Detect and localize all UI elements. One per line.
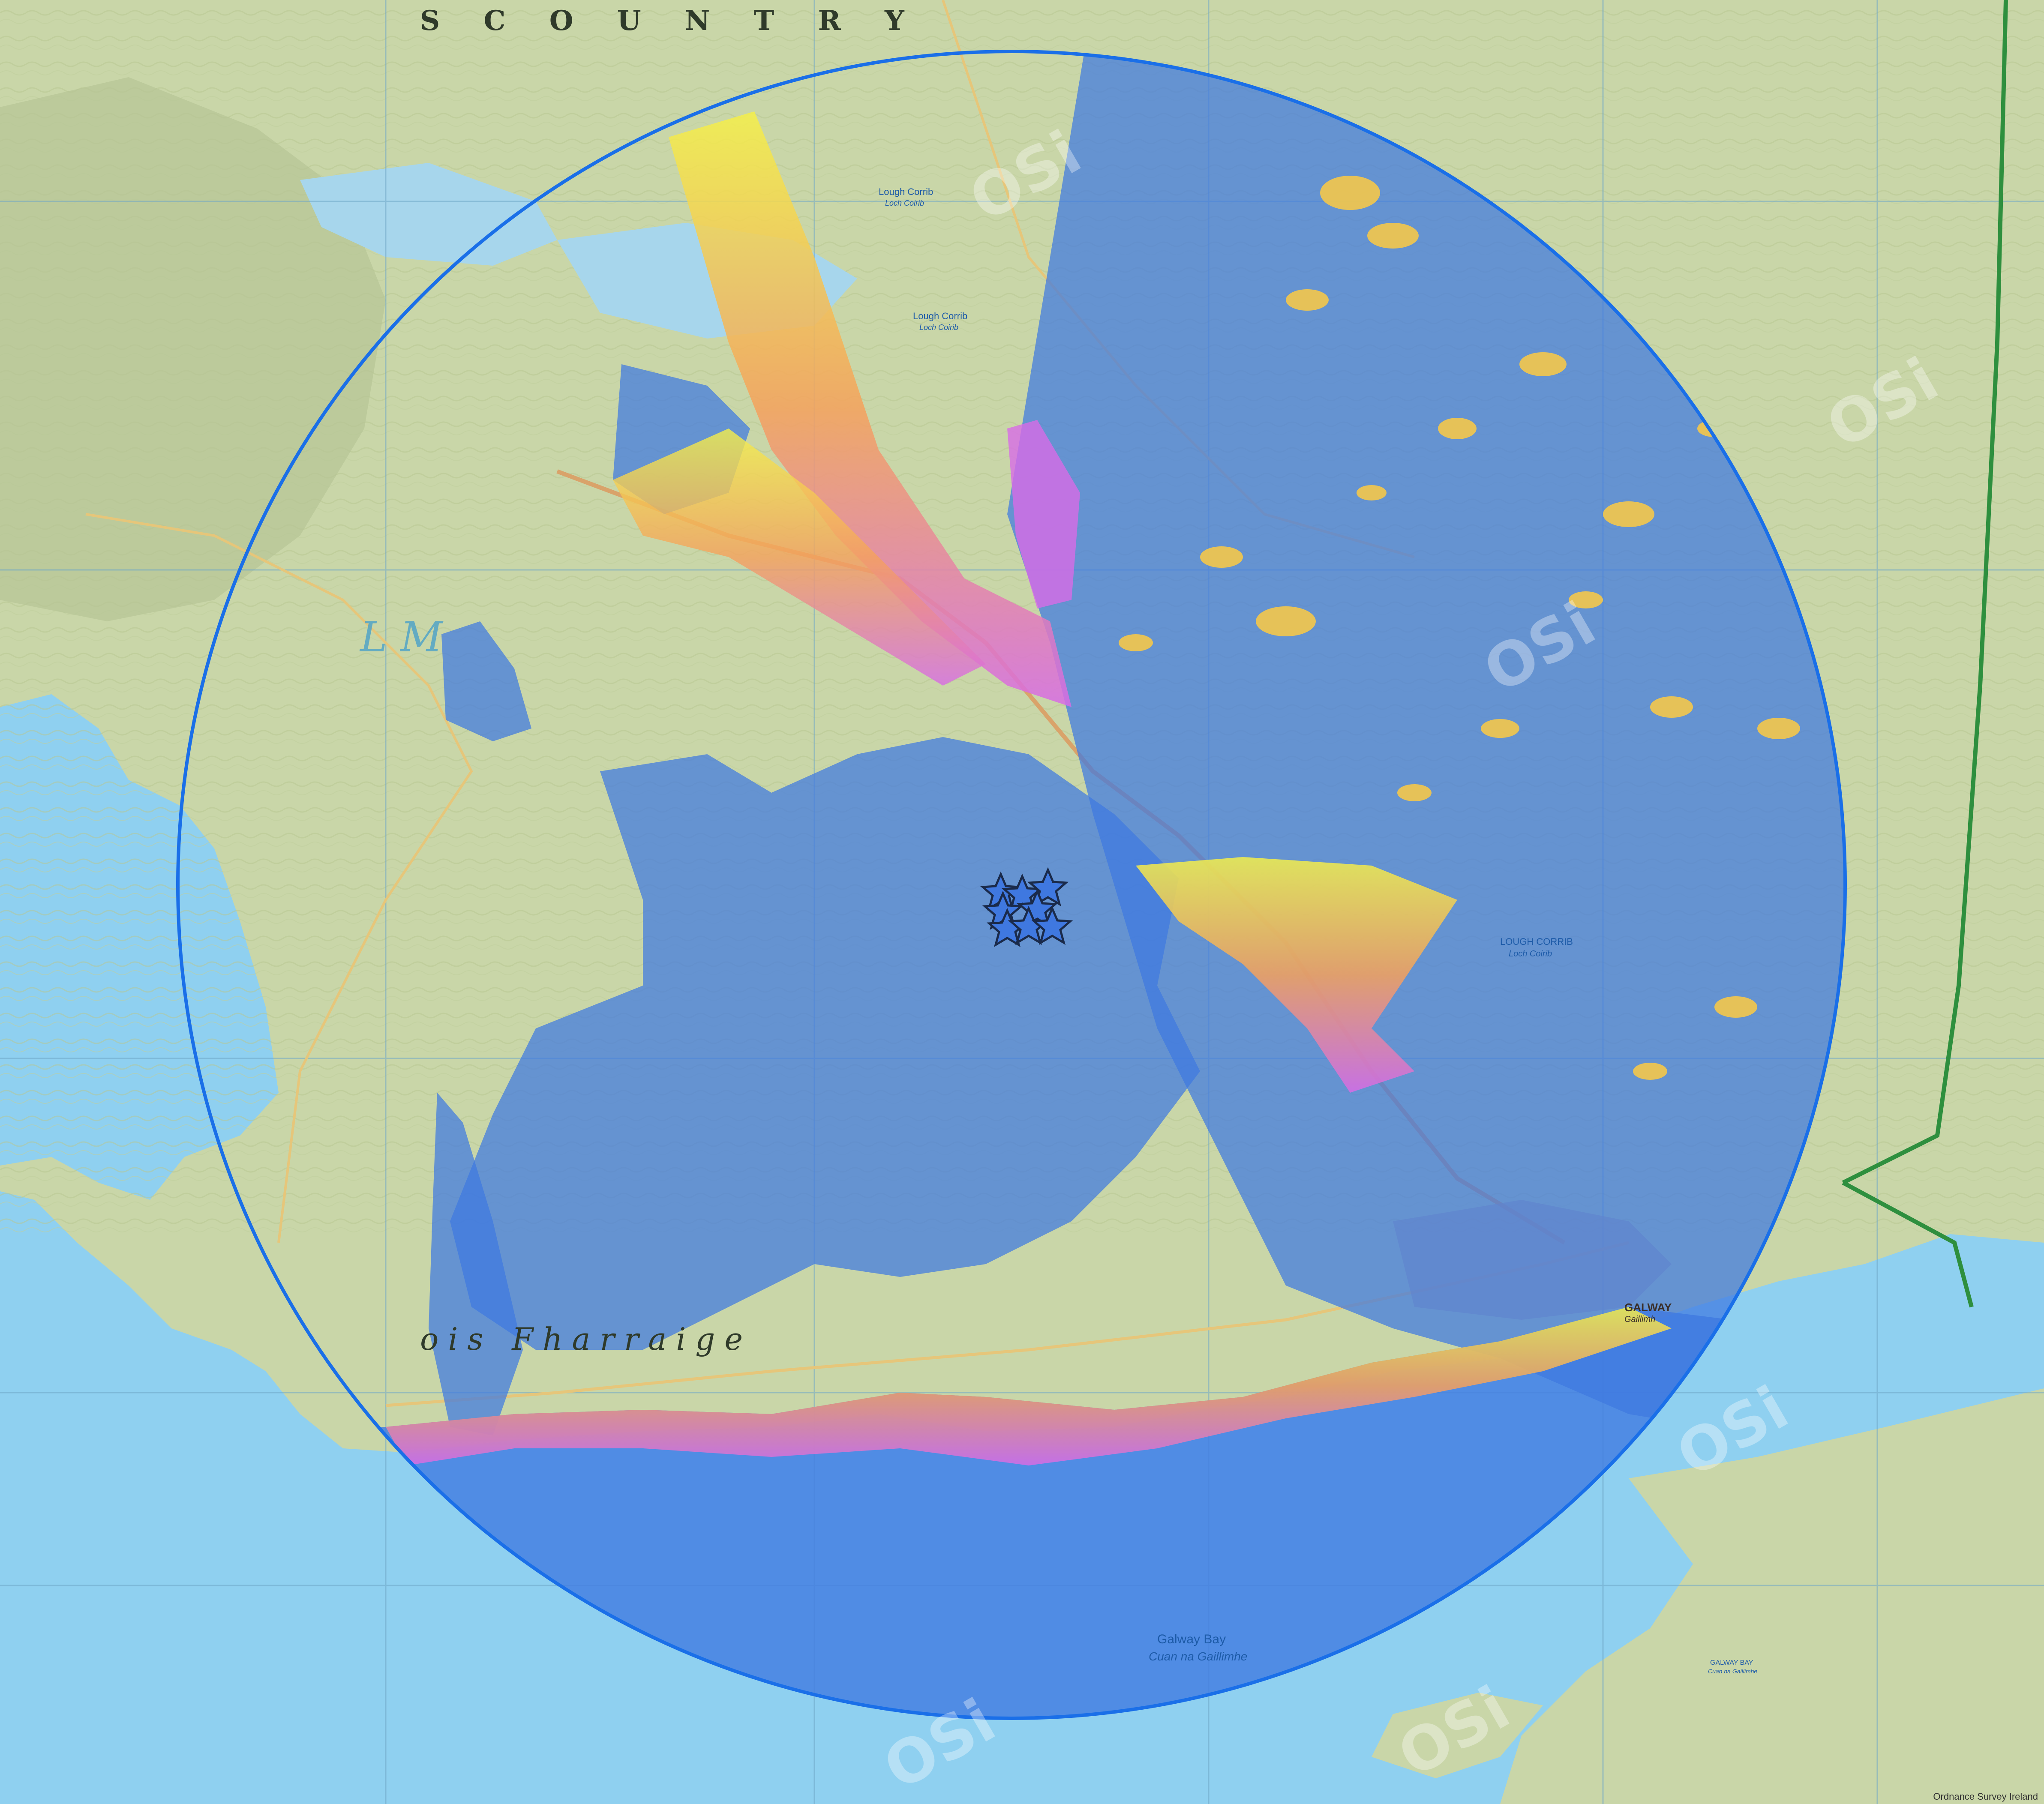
water-label-lough-corrib-north: Lough Corrib [879,186,933,197]
region-label-iar: ois Fharraige [420,1321,752,1357]
coverage-nw-patch [441,621,531,741]
coverage-fan-nw [613,429,986,686]
water-label-lough-corrib-south-irish: Loch Coirib [1509,949,1552,959]
region-label-country: S C O U N T R Y [420,5,921,37]
water-label-lough-corrib-north-irish: Loch Coirib [885,199,924,207]
road-m6 [1842,0,2008,1185]
site-markers[interactable] [980,867,1073,947]
road-west [85,513,473,1243]
coverage-fan-east [1136,857,1457,1093]
landmass-burren [1372,1693,1543,1778]
lough-mask [300,163,557,266]
mountains-nw [0,77,386,621]
water-label-galway-bay-irish: Cuan na Gaillimhe [1149,1650,1247,1663]
water-label-lough-corrib-mid-irish: Loch Coirib [919,323,958,332]
place-label-galway-irish: Gaillimh [1624,1315,1655,1324]
road-n17 [1842,1181,1974,1308]
water-label-galway-bay-east-irish: Cuan na Gaillimhe [1708,1668,1757,1675]
coverage-beam-north [669,111,1072,707]
star-marker-icon[interactable] [1031,905,1073,945]
attribution-text: Ordnance Survey Ireland [1933,1791,2038,1802]
coverage-west-finger [429,1093,523,1435]
landmass-clare-south [1500,1388,2044,1804]
region-label-lm: L M [359,613,444,661]
water-label-galway-bay-east: GALWAY BAY [1710,1659,1753,1666]
water-label-lough-corrib-mid: Lough Corrib [913,311,967,321]
water-label-galway-bay: Galway Bay [1157,1632,1226,1646]
coverage-beam-north-2 [1007,420,1080,608]
coverage-coastal-band [386,1307,1672,1465]
coverage-radius-circle [176,50,1847,1720]
place-label-galway: GALWAY [1624,1301,1672,1314]
water-label-lough-corrib-south: LOUGH CORRIB [1500,936,1573,947]
